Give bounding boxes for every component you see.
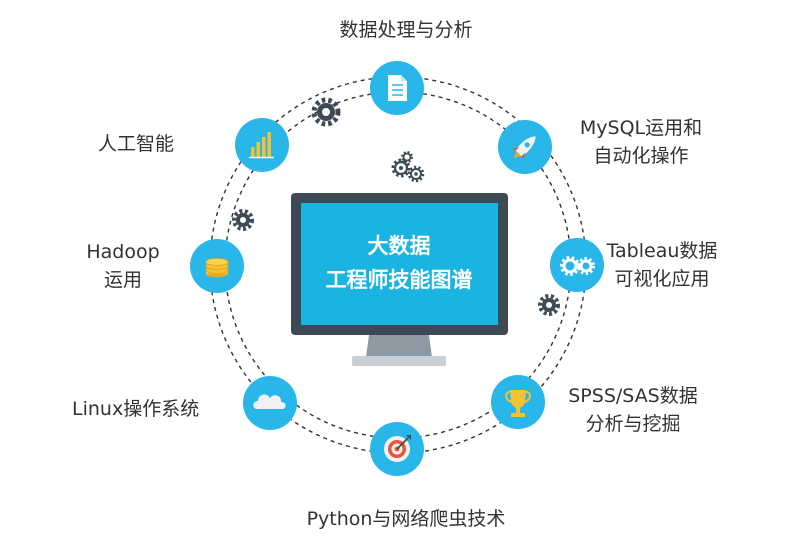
document-icon — [388, 75, 407, 101]
label-data-processing: 数据处理与分析 — [318, 16, 494, 44]
label-line: Hadoop — [86, 241, 160, 263]
trophy-icon — [505, 390, 531, 417]
label-line: 自动化操作 — [593, 145, 689, 167]
label-python: Python与网络爬虫技术 — [278, 505, 534, 533]
label-mysql: MySQL运用和 自动化操作 — [566, 114, 716, 170]
cloud-icon — [253, 394, 286, 409]
label-line: 数据处理与分析 — [339, 19, 473, 41]
label-line: Tableau数据 — [606, 240, 718, 262]
label-line: 可视化应用 — [614, 268, 710, 290]
node-python — [370, 422, 424, 476]
gears-icon — [560, 256, 595, 276]
bar-chart-icon — [249, 132, 274, 159]
target-icon — [384, 435, 411, 462]
label-line: 运用 — [103, 269, 142, 291]
label-spss-sas: SPSS/SAS数据 分析与挖掘 — [557, 382, 709, 438]
node-linux — [243, 376, 297, 430]
node-mysql — [498, 120, 552, 174]
gear-icon — [311, 97, 341, 127]
node-data-processing — [370, 61, 424, 115]
label-line: 分析与挖掘 — [585, 413, 681, 435]
node-spss-sas — [491, 375, 545, 429]
label-ai: 人工智能 — [98, 130, 174, 158]
center-title-line1: 大数据 — [368, 234, 431, 258]
label-line: MySQL运用和 — [579, 117, 703, 139]
label-line: Python与网络爬虫技术 — [306, 508, 506, 530]
label-linux: Linux操作系统 — [72, 395, 199, 423]
label-line: 人工智能 — [98, 133, 175, 155]
gears-outline-icon — [391, 151, 425, 183]
monitor-screen — [301, 203, 498, 325]
node-ai — [235, 118, 289, 172]
gear-icon — [538, 294, 560, 316]
rocket-icon — [511, 136, 536, 161]
label-line: Linux操作系统 — [72, 398, 200, 420]
label-tableau: Tableau数据 可视化应用 — [596, 237, 728, 293]
label-line: SPSS/SAS数据 — [568, 385, 698, 407]
coins-icon — [205, 258, 229, 278]
label-hadoop: Hadoop 运用 — [78, 238, 168, 294]
monitor: 大数据 工程师技能图谱 — [291, 193, 508, 366]
gear-icon — [232, 209, 254, 231]
center-title-line2: 工程师技能图谱 — [326, 268, 473, 292]
monitor-stand — [366, 335, 432, 357]
node-tableau — [550, 238, 604, 292]
monitor-base — [352, 356, 446, 366]
node-hadoop — [190, 239, 244, 293]
